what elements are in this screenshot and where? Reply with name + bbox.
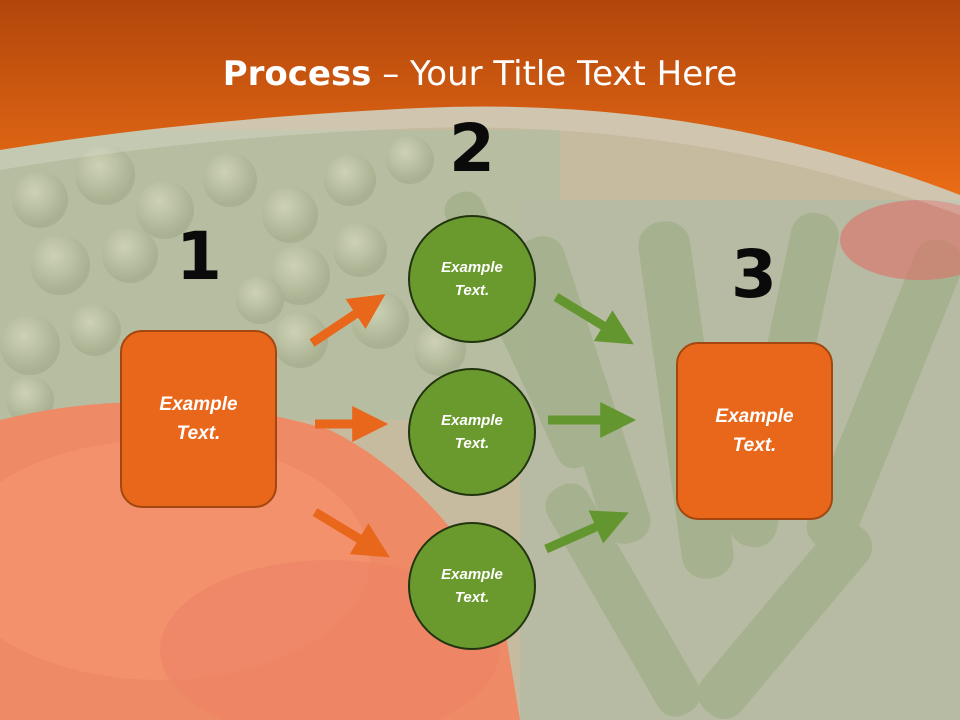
- arrow-1-to-2c: [312, 508, 390, 558]
- arrow-1-to-2a: [309, 294, 386, 347]
- step-2-text-1: Example Text.: [441, 259, 503, 299]
- step-1-box: Example Text.: [120, 330, 277, 508]
- step-number-3: 3: [731, 236, 777, 313]
- step-2-text-2: Example Text.: [441, 412, 503, 452]
- step-1-text: Example Text.: [159, 394, 238, 444]
- step-number-2: 2: [449, 110, 495, 187]
- arrow-2c-to-3: [544, 510, 629, 554]
- step-2-text-3: Example Text.: [441, 566, 503, 606]
- step-3-text: Example Text.: [715, 406, 794, 456]
- arrow-2a-to-3: [553, 293, 634, 345]
- step-2-circle-1: Example Text.: [408, 215, 536, 343]
- title-rest: – Your Title Text Here: [371, 54, 738, 94]
- step-2-circle-3: Example Text.: [408, 522, 536, 650]
- step-2-circle-2: Example Text.: [408, 368, 536, 496]
- step-3-box: Example Text.: [676, 342, 833, 520]
- step-number-1: 1: [176, 218, 222, 295]
- title-bold: Process: [222, 54, 372, 94]
- slide-title: Process – Your Title Text Here: [0, 52, 960, 96]
